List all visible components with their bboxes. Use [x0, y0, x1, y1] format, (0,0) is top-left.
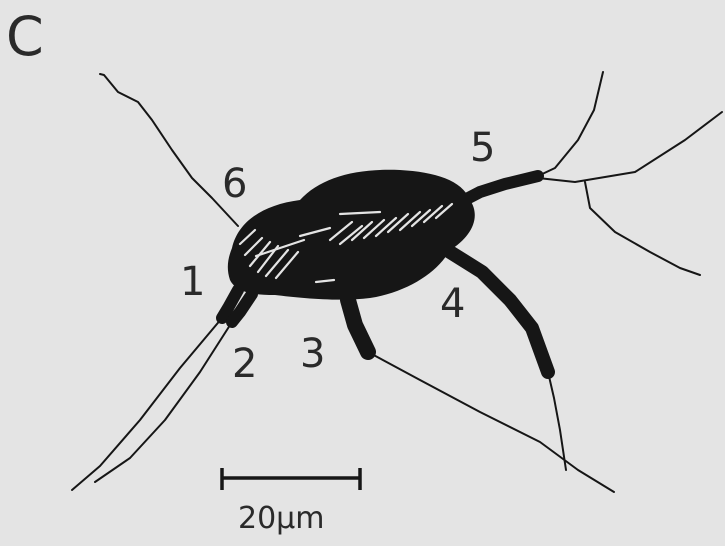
process-label-6: 6 — [222, 164, 247, 204]
process-3-trunk — [348, 300, 368, 352]
process-label-1: 1 — [180, 262, 205, 302]
process-label-3: 3 — [300, 334, 325, 374]
process-label-2: 2 — [232, 344, 257, 384]
process-5-dendrite-c — [585, 182, 700, 275]
panel-label: C — [6, 10, 44, 64]
process-3-dendrite — [368, 352, 614, 492]
process-2-dendrite — [95, 322, 232, 482]
process-5-dendrite-a — [538, 72, 603, 176]
scale-bar-label: 20µm — [238, 504, 324, 534]
scale-bar — [222, 468, 360, 490]
process-6-dendrite — [100, 74, 238, 226]
process-1-dendrite — [72, 318, 222, 490]
process-5-dendrite-b — [538, 112, 722, 182]
process-label-4: 4 — [440, 284, 465, 324]
process-label-5: 5 — [470, 128, 495, 168]
